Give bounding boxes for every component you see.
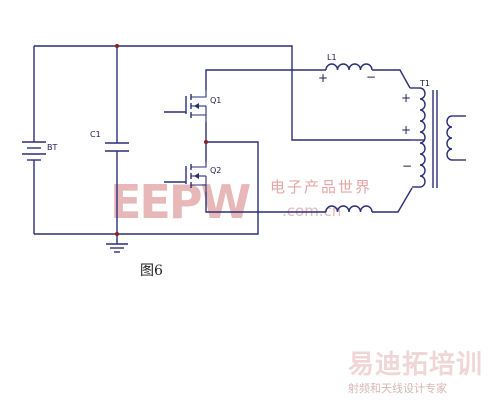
mosfet-q2-label: Q2	[210, 166, 221, 175]
training-watermark: 易迪拓培训 射频和天线设计专家	[348, 350, 483, 395]
capacitor-label: C1	[90, 130, 101, 139]
inductor-l1: L1 + −	[318, 53, 376, 85]
t1-secondary-coil	[446, 115, 453, 161]
q2-arrow	[194, 173, 199, 179]
t1-plus-sign-1: +	[401, 91, 411, 105]
junction-bottom	[115, 232, 119, 236]
l2-coil	[325, 205, 373, 213]
inductor-l1-label: L1	[327, 53, 337, 62]
l1-plus-sign: +	[318, 71, 328, 85]
wiring	[33, 45, 413, 244]
battery-bt: BT	[22, 141, 57, 161]
l1-minus-sign: −	[366, 70, 376, 84]
l1-coil	[325, 63, 373, 71]
l2-to-t1-wire	[372, 187, 413, 213]
eepw-chinese-watermark: 电子产品世界	[270, 178, 372, 196]
q1-drain-wire	[205, 69, 326, 90]
q1-arrow	[194, 103, 199, 109]
t1-primary-coil	[419, 87, 426, 188]
figure-caption: 图6	[140, 263, 163, 279]
training-subtitle: 射频和天线设计专家	[348, 381, 447, 395]
ground-symbol	[106, 243, 128, 253]
eepw-url-watermark: .com.cn	[282, 202, 341, 220]
inductor-l2	[325, 205, 373, 213]
bottom-rail-wire	[34, 141, 259, 235]
transformer-label: T1	[419, 79, 430, 88]
transformer-t1: T1 + + −	[401, 79, 466, 188]
junction-top	[115, 44, 119, 48]
junction-mid	[204, 140, 208, 144]
q1-source-stub	[191, 114, 207, 122]
junction-nodes	[115, 44, 208, 236]
q2-drain-stub	[191, 162, 207, 168]
eepw-logo-watermark: EEPW	[110, 175, 251, 229]
t1-plus-sign-2: +	[401, 123, 411, 137]
l1-to-t1-wire	[372, 69, 411, 89]
mosfet-q1: Q1	[164, 90, 221, 122]
q1-drain-stub	[191, 90, 207, 98]
q2-source-wire	[205, 192, 326, 213]
capacitor-c1: C1	[90, 130, 129, 152]
training-title: 易迪拓培训	[348, 350, 483, 380]
mosfet-q2: Q2	[164, 162, 221, 192]
t1-minus-sign: −	[402, 159, 412, 173]
battery-label: BT	[47, 143, 57, 152]
top-rail-wire	[34, 45, 410, 141]
mosfet-q1-label: Q1	[210, 96, 221, 105]
